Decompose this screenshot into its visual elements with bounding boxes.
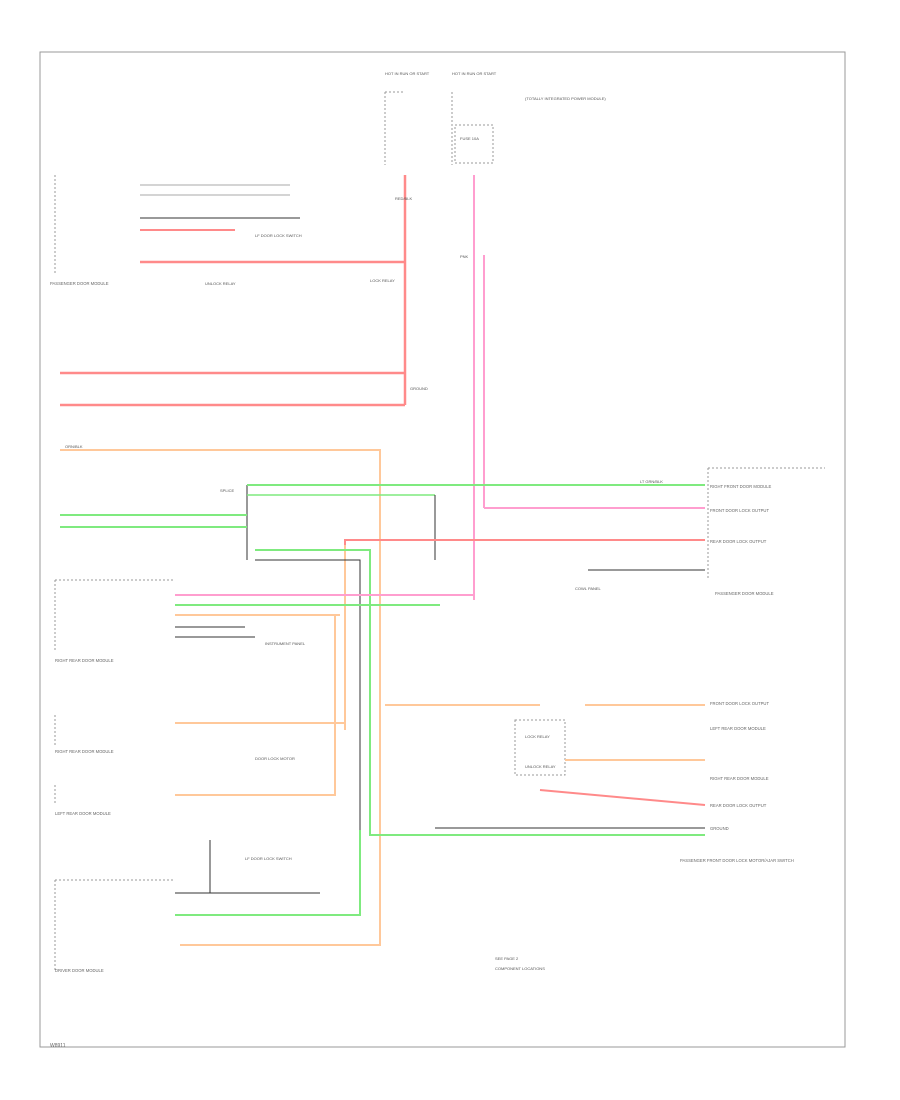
passenger-door-module-label-2: PASSENGER DOOR MODULE	[715, 591, 774, 596]
lf-door-lock-label: LF DOOR LOCK SWITCH	[255, 233, 302, 238]
lf-door-lock-label-2: LF DOOR LOCK SWITCH	[245, 856, 292, 861]
rear-door-lock-output-label-2: REAR DOOR LOCK OUTPUT	[710, 803, 767, 808]
right-rear-door-module-label-3: RIGHT REAR DOOR MODULE	[710, 776, 769, 781]
lt-green-label-1: LT GRN/BLK	[640, 479, 663, 484]
relay-area: FRONT DOOR LOCK OUTPUT LEFT REAR DOOR MO…	[385, 701, 794, 863]
lock-relay-label: LOCK RELAY	[370, 278, 395, 283]
cowl-panel-label: COWL PANEL	[575, 586, 602, 591]
ground-label-2: GROUND	[710, 826, 729, 831]
orn-blk-label-1: ORN/BLK	[65, 444, 83, 449]
left-middle-module: RIGHT REAR DOOR MODULE INSTRUMENT PANEL	[54, 579, 474, 663]
fuse-box	[454, 124, 494, 164]
hot-run-start-left-label: HOT IN RUN OR START	[385, 71, 430, 76]
power-feed: HOT IN RUN OR START HOT IN RUN OR START …	[384, 71, 705, 600]
unlock-relay-label-2: UNLOCK RELAY	[525, 764, 556, 769]
green-wire-bottom	[175, 830, 361, 916]
passenger-front-door-lock-motor-label: PASSENGER FRONT DOOR LOCK MOTOR/AJAR SWI…	[680, 858, 794, 863]
orange-wire-long	[60, 449, 381, 946]
rear-door-lock-output-label: REAR DOOR LOCK OUTPUT	[710, 539, 767, 544]
red-wire-right	[344, 539, 705, 545]
left-rear-door-module-label-2: LEFT REAR DOOR MODULE	[710, 726, 766, 731]
lock-relay-label-2: LOCK RELAY	[525, 734, 550, 739]
red-blk-label-1: RED/BLK	[395, 196, 412, 201]
pnk-label-1: PNK	[460, 254, 469, 259]
right-rear-door-module-label: RIGHT REAR DOOR MODULE	[55, 658, 114, 663]
front-door-lock-output-label-2: FRONT DOOR LOCK OUTPUT	[710, 701, 769, 706]
legend: SEE PAGE 2 COMPONENT LOCATIONS	[495, 956, 545, 971]
relay-box	[514, 719, 566, 776]
green-wire-vertical	[255, 549, 705, 836]
right-rear-door-module-label-2: RIGHT REAR DOOR MODULE	[55, 749, 114, 754]
hot-run-start-right-label: HOT IN RUN OR START	[452, 71, 497, 76]
legend-item-2: COMPONENT LOCATIONS	[495, 966, 545, 971]
wiring-note-label: (TOTALLY INTEGRATED POWER MODULE)	[525, 96, 606, 101]
splice-block: SPLICE LT GRN/BLK	[60, 479, 705, 560]
driver-door-module-label: DRIVER DOOR MODULE	[55, 968, 104, 973]
page-code: W8911	[50, 1043, 66, 1049]
left-rear-modules: RIGHT REAR DOOR MODULE LEFT REAR DOOR MO…	[54, 615, 345, 816]
left-rear-door-module-label: LEFT REAR DOOR MODULE	[55, 811, 111, 816]
right-door-module-block: RIGHT FRONT DOOR MODULE FRONT DOOR LOCK …	[575, 467, 825, 596]
passenger-door-module-top: PASSENGER DOOR MODULE LF DOOR LOCK SWITC…	[50, 175, 405, 286]
passenger-door-module-label: PASSENGER DOOR MODULE	[50, 281, 109, 286]
diagram-frame	[39, 51, 846, 1048]
ground-label-1: GROUND	[410, 386, 428, 391]
instrument-panel-label: INSTRUMENT PANEL	[265, 641, 306, 646]
legend-item-1: SEE PAGE 2	[495, 956, 519, 961]
ign-fuse-label: FUSE 10A	[460, 136, 479, 141]
rf-door-module-label: RIGHT FRONT DOOR MODULE	[710, 484, 771, 489]
unlock-relay-label: UNLOCK RELAY	[205, 281, 236, 286]
door-lock-motor-label: DOOR LOCK MOTOR	[255, 756, 295, 761]
front-door-lock-output-label: FRONT DOOR LOCK OUTPUT	[710, 508, 769, 513]
splice-label: SPLICE	[220, 488, 235, 493]
driver-door-module: DRIVER DOOR MODULE LF DOOR LOCK SWITCH	[54, 830, 361, 973]
